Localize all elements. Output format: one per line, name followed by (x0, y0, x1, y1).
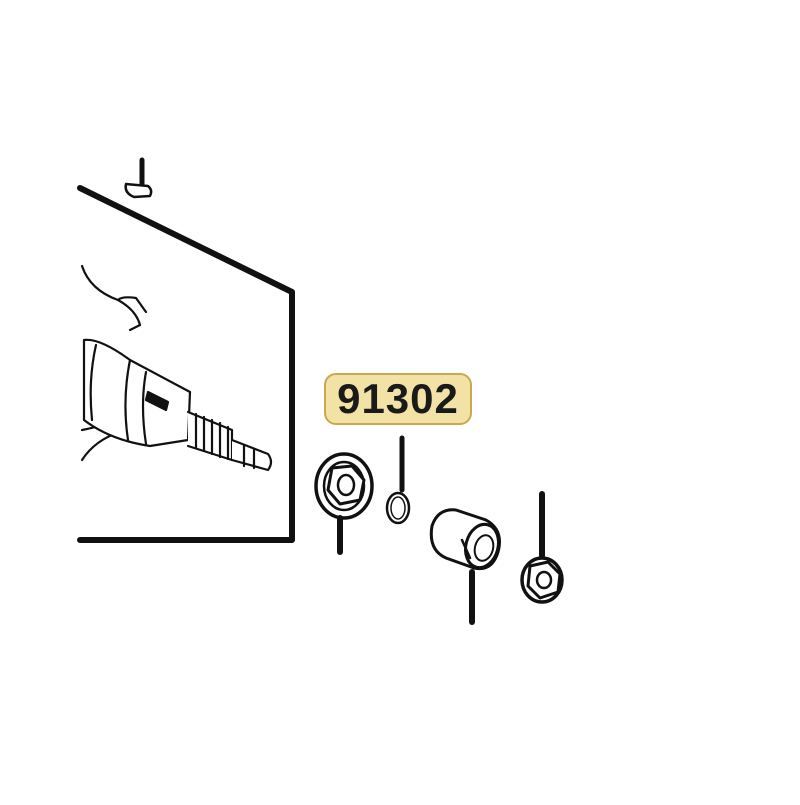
detail-inset-frame (77, 185, 295, 543)
o-ring (385, 435, 411, 525)
flange-nut-right (520, 491, 564, 604)
shaft-assembly (80, 264, 273, 472)
bushing (429, 508, 501, 625)
part-number-callout: 91302 (324, 373, 472, 425)
flange-nut-left (314, 452, 374, 555)
part-number-label: 91302 (337, 375, 459, 422)
key-part (124, 157, 153, 199)
